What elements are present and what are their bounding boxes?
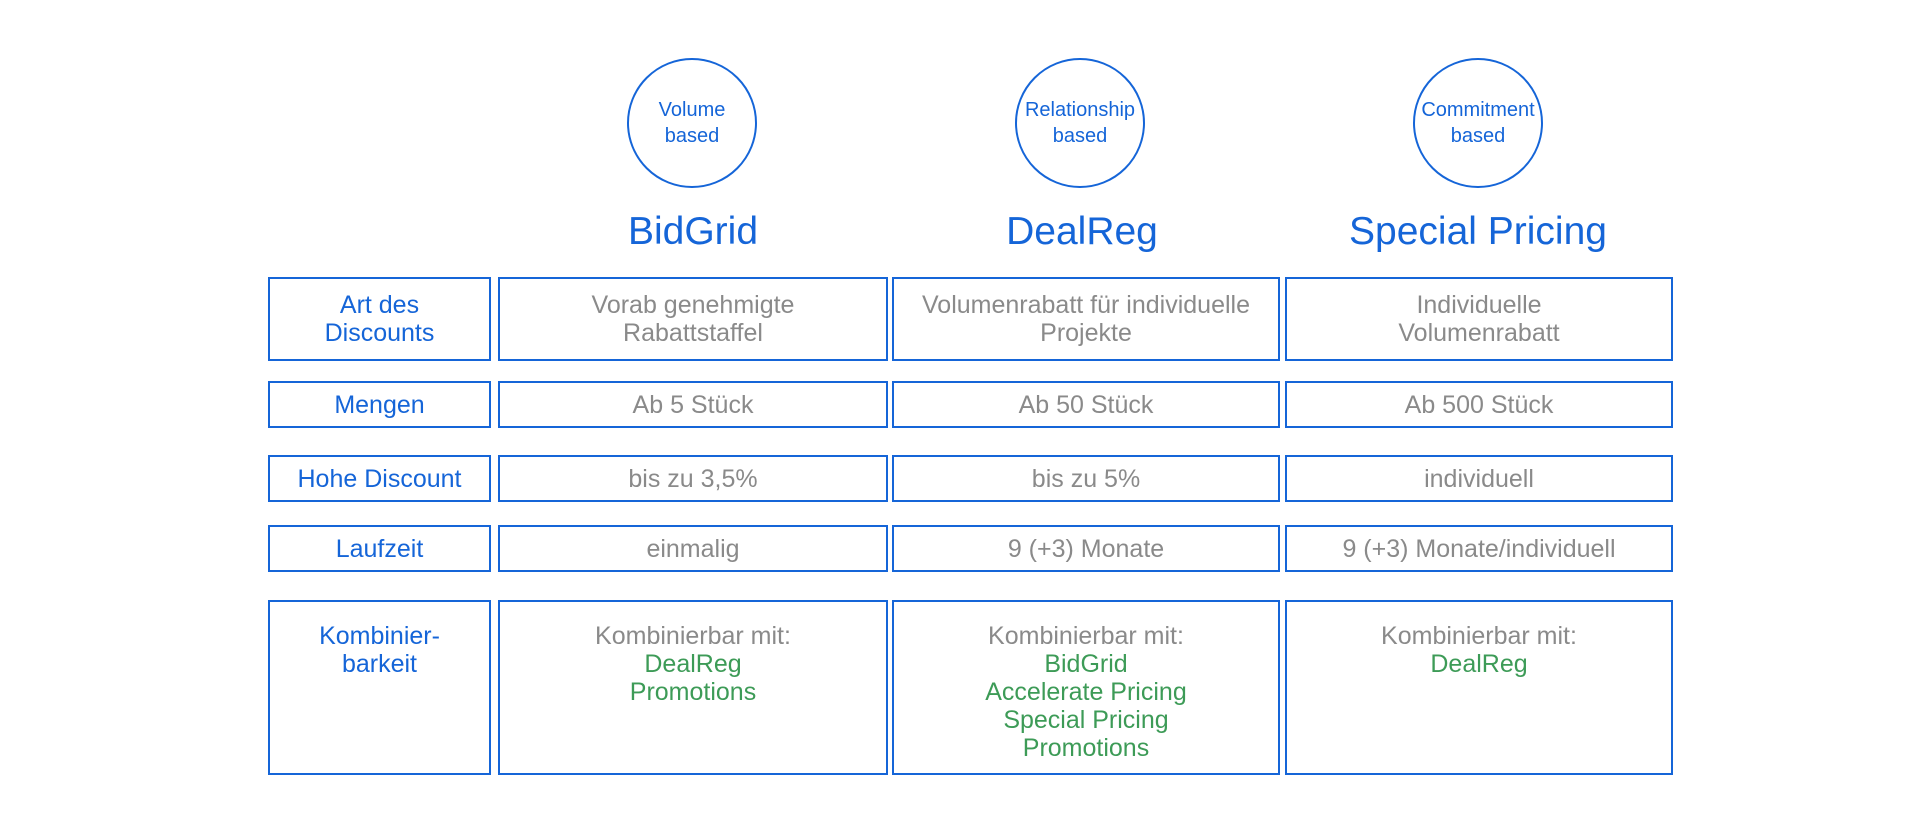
relationship-based-circle: Relationship based xyxy=(1015,58,1145,188)
kombi-label: Kombinierbar mit: xyxy=(988,622,1184,650)
column-title-dealreg: DealReg xyxy=(1006,210,1158,253)
cell-laufzeit-bidgrid: einmalig xyxy=(498,525,888,572)
cell-discount-special-pricing: individuell xyxy=(1285,455,1673,502)
cell-text: Volumenrabatt für individuelle xyxy=(922,291,1250,319)
cell-mengen-dealreg: Ab 50 Stück xyxy=(892,381,1280,428)
circle-text: Relationship xyxy=(1024,99,1136,121)
row-label-laufzeit: Laufzeit xyxy=(268,525,491,572)
row-label-art-des-discounts: Art des Discounts xyxy=(268,277,491,361)
commitment-based-circle: Commitment based xyxy=(1413,58,1543,188)
row-label-mengen: Mengen xyxy=(268,381,491,428)
circle-text: based xyxy=(1450,125,1506,147)
cell-discount-bidgrid: bis zu 3,5% xyxy=(498,455,888,502)
cell-mengen-special-pricing: Ab 500 Stück xyxy=(1285,381,1673,428)
column-title-special-pricing: Special Pricing xyxy=(1349,210,1607,253)
cell-laufzeit-special-pricing: 9 (+3) Monate/individuell xyxy=(1285,525,1673,572)
kombi-item: Accelerate Pricing xyxy=(985,678,1187,706)
cell-mengen-bidgrid: Ab 5 Stück xyxy=(498,381,888,428)
kombi-label: Kombinierbar mit: xyxy=(1381,622,1577,650)
row-label-kombinierbarkeit: Kombinier- barkeit xyxy=(268,600,491,775)
cell-text: Rabattstaffel xyxy=(623,319,763,347)
cell-art-special-pricing: Individuelle Volumenrabatt xyxy=(1285,277,1673,361)
cell-kombi-special-pricing: Kombinierbar mit: DealReg xyxy=(1285,600,1673,775)
cell-laufzeit-dealreg: 9 (+3) Monate xyxy=(892,525,1280,572)
label-text: Kombinier- xyxy=(319,622,440,650)
cell-art-bidgrid: Vorab genehmigte Rabattstaffel xyxy=(498,277,888,361)
column-title-bidgrid: BidGrid xyxy=(627,210,759,253)
circle-text: Volume xyxy=(658,99,726,121)
circle-text: based xyxy=(664,125,720,147)
label-text: barkeit xyxy=(341,650,418,678)
kombi-item: DealReg xyxy=(1430,650,1528,678)
kombi-label: Kombinierbar mit: xyxy=(595,622,791,650)
row-label-hohe-discount: Hohe Discount xyxy=(268,455,491,502)
cell-discount-dealreg: bis zu 5% xyxy=(892,455,1280,502)
cell-kombi-bidgrid: Kombinierbar mit: DealReg Promotions xyxy=(498,600,888,775)
label-text: Art des xyxy=(339,291,420,319)
label-text: Discounts xyxy=(324,319,435,347)
kombi-item: Promotions xyxy=(629,678,757,706)
circle-text: Commitment xyxy=(1421,99,1535,121)
cell-text: Projekte xyxy=(1040,319,1132,347)
kombi-item: DealReg xyxy=(644,650,742,678)
kombi-item: BidGrid xyxy=(1044,650,1128,678)
circle-text: based xyxy=(1052,125,1108,147)
volume-based-circle: Volume based xyxy=(627,58,757,188)
kombi-item: Promotions xyxy=(1022,734,1150,762)
cell-text: Volumenrabatt xyxy=(1398,319,1560,347)
cell-text: Vorab genehmigte xyxy=(591,291,795,319)
cell-text: Individuelle xyxy=(1416,291,1542,319)
kombi-item: Special Pricing xyxy=(1003,706,1169,734)
cell-art-dealreg: Volumenrabatt für individuelle Projekte xyxy=(892,277,1280,361)
cell-kombi-dealreg: Kombinierbar mit: BidGrid Accelerate Pri… xyxy=(892,600,1280,775)
